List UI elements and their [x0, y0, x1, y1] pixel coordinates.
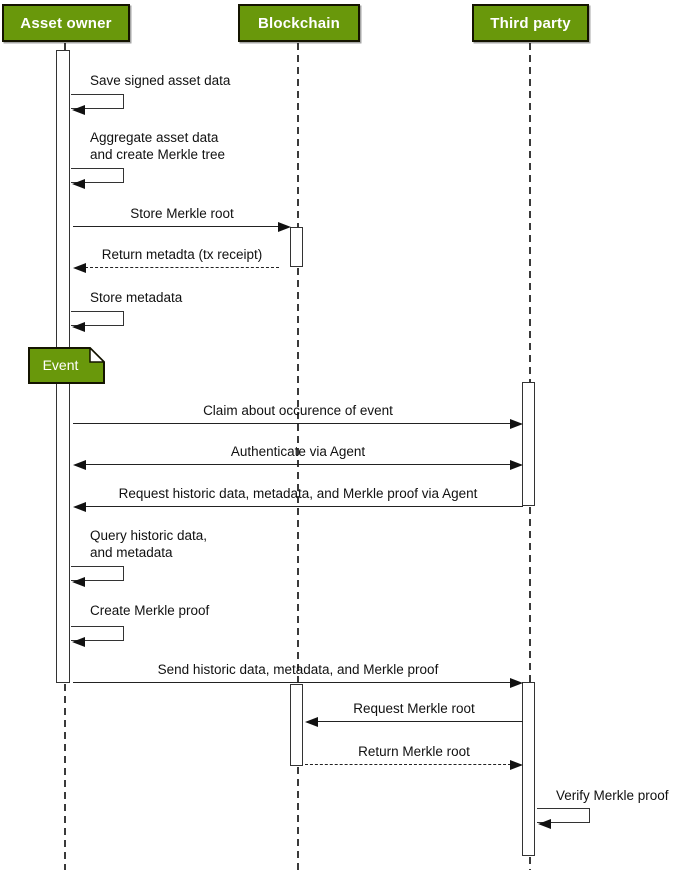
lifeline-blockchain [297, 767, 299, 870]
event-note: Event [28, 347, 105, 384]
lifeline-blockchain [297, 43, 299, 227]
lifeline-asset-owner-stub [64, 43, 66, 50]
message-label-store-merkle-root: Store Merkle root [130, 206, 234, 221]
self-message-shape-save [71, 94, 124, 109]
message-label-send-historic-data: Send historic data, metadata, and Merkle… [157, 662, 439, 677]
arrowhead-icon [72, 636, 85, 647]
arrowhead-icon [305, 716, 318, 727]
actor-label: Blockchain [257, 14, 341, 32]
arrowhead-icon [73, 459, 86, 470]
arrowhead-icon [278, 221, 291, 232]
arrowhead-icon [72, 576, 85, 587]
arrowhead-icon [538, 818, 551, 829]
activation-bar-blockchain-1 [290, 227, 303, 267]
message-label-claim-event: Claim about occurence of event [203, 403, 393, 418]
message-line-request-historic-data [85, 506, 523, 507]
lifeline-third-party [529, 43, 531, 382]
actor-box-third-party: Third party [472, 4, 589, 42]
lifeline-third-party [529, 857, 531, 870]
self-message-shape-query [71, 566, 124, 581]
message-label-return-merkle-root: Return Merkle root [358, 744, 470, 759]
activation-bar-third-party-2 [522, 682, 535, 856]
activation-bar-third-party-1 [522, 382, 535, 506]
message-line-authenticate [85, 464, 511, 465]
message-label-request-merkle-root: Request Merkle root [353, 701, 475, 716]
self-message-shape-aggregate [71, 168, 124, 183]
self-message-shape-verify-proof [537, 808, 590, 823]
actor-box-asset-owner: Asset owner [2, 4, 130, 42]
message-label-query-historic-data: Query historic data, and metadata [90, 528, 208, 560]
message-label-return-metadata: Return metadta (tx receipt) [101, 247, 263, 262]
message-line-return-merkle-root [305, 764, 511, 765]
self-message-shape-store-metadata [71, 311, 124, 326]
arrowhead-icon [72, 104, 85, 115]
actor-box-blockchain: Blockchain [238, 4, 360, 42]
note-shape [28, 347, 105, 384]
lifeline-asset-owner [64, 684, 66, 870]
actor-label: Asset owner [20, 14, 112, 32]
arrowhead-icon [72, 178, 85, 189]
activation-bar-blockchain-2 [290, 684, 303, 766]
arrowhead-icon [510, 459, 523, 470]
arrowhead-icon [72, 321, 85, 332]
message-line-claim-event [73, 423, 511, 424]
lifeline-blockchain [297, 268, 299, 684]
message-label-aggregate-asset-data: Aggregate asset data and create Merkle t… [90, 130, 226, 162]
lifeline-third-party [529, 507, 531, 682]
actor-label: Third party [490, 14, 571, 32]
message-line-store-merkle-root [73, 226, 279, 227]
message-line-request-merkle-root [317, 721, 523, 722]
message-line-send-historic-data [73, 682, 511, 683]
event-note-label: Event [42, 356, 79, 373]
message-label-authenticate: Authenticate via Agent [230, 444, 366, 459]
self-message-shape-create-proof [71, 626, 124, 641]
arrowhead-icon [510, 418, 523, 429]
message-label-create-merkle-proof: Create Merkle proof [90, 603, 210, 618]
arrowhead-icon [73, 262, 86, 273]
message-label-verify-merkle-proof: Verify Merkle proof [556, 788, 669, 803]
message-line-return-metadata [85, 267, 279, 268]
arrowhead-icon [73, 501, 86, 512]
message-label-store-metadata: Store metadata [90, 290, 183, 305]
arrowhead-icon [510, 759, 523, 770]
arrowhead-icon [510, 677, 523, 688]
message-label-save-signed-asset-data: Save signed asset data [90, 73, 231, 88]
message-label-request-historic-data: Request historic data, metadata, and Mer… [118, 486, 478, 501]
